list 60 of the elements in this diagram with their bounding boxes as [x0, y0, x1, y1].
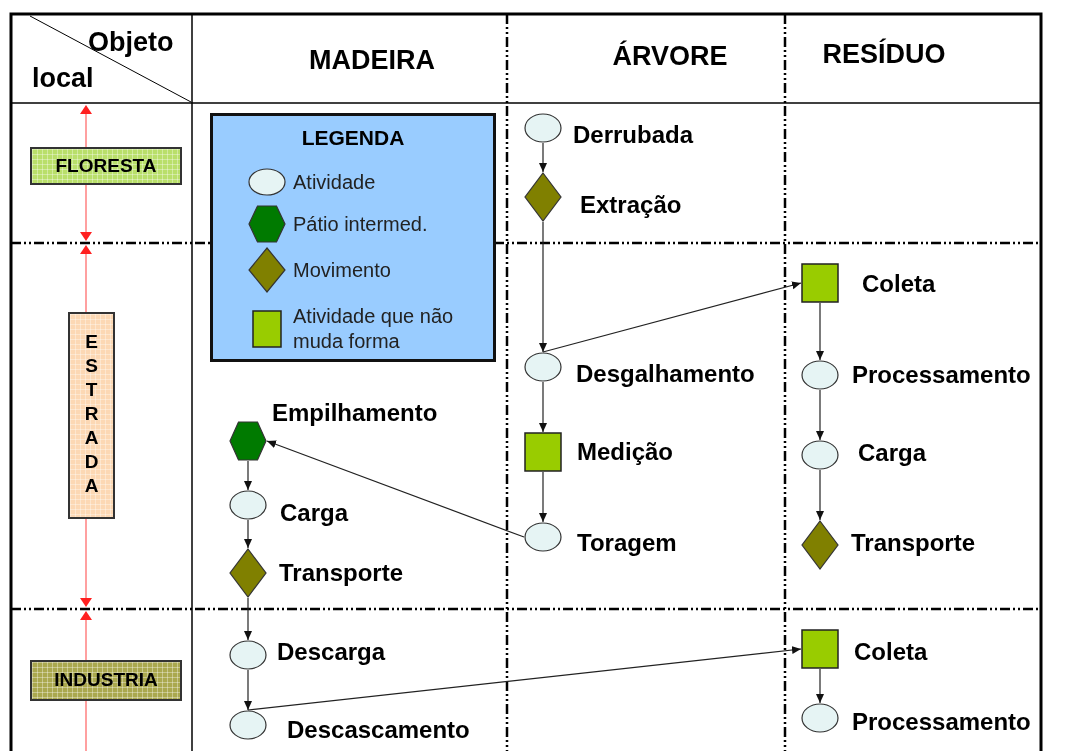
- legend-title: LEGENDA: [300, 126, 406, 150]
- activity-oval: [229, 640, 267, 670]
- yard-hexagon: [229, 421, 267, 461]
- arrow: [244, 519, 252, 549]
- legend-text: Atividade: [293, 169, 377, 195]
- arrow: [244, 460, 252, 491]
- activity-label: Coleta: [854, 638, 928, 666]
- column-heading: RESÍDUO: [822, 38, 946, 70]
- movement-diamond: [801, 520, 839, 570]
- activity-oval: [801, 703, 839, 733]
- arrow: [247, 646, 802, 711]
- legend-text: Pátio intermed.: [293, 211, 429, 237]
- activity-oval: [229, 710, 267, 740]
- arrow: [539, 471, 547, 523]
- movement-diamond: [229, 548, 267, 598]
- legend-text: Atividade que não muda forma: [293, 304, 455, 354]
- activity-label: Processamento: [852, 708, 1031, 736]
- activity-label: Carga: [280, 499, 349, 527]
- activity-oval: [229, 490, 267, 520]
- activity-oval: [524, 522, 562, 552]
- arrow: [816, 668, 824, 704]
- arrow: [542, 281, 802, 353]
- activity-label: Medição: [577, 438, 674, 466]
- activity-label: Transporte: [279, 559, 404, 587]
- arrow: [816, 302, 824, 361]
- activity-square: [524, 432, 562, 472]
- zone-tag: FLORESTA: [30, 147, 182, 185]
- activity-label: Toragem: [577, 529, 677, 557]
- activity-label: Desgalhamento: [576, 360, 755, 388]
- arrow: [816, 469, 824, 521]
- arrow: [539, 142, 547, 173]
- arrow: [266, 440, 525, 538]
- legend-text: Movimento: [293, 257, 392, 283]
- arrow: [816, 389, 824, 441]
- activity-label: Coleta: [862, 270, 936, 298]
- zone-tag: INDUSTRIA: [30, 659, 182, 701]
- column-heading: ÁRVORE: [612, 40, 728, 72]
- activity-label: Derrubada: [573, 121, 694, 149]
- activity-oval: [801, 360, 839, 390]
- activity-label: Empilhamento: [272, 399, 438, 427]
- arrow: [244, 597, 252, 641]
- activity-label: Extração: [580, 191, 682, 219]
- arrow: [539, 221, 547, 353]
- zone-tag: ESTRADA: [67, 311, 115, 519]
- movement-diamond: [524, 172, 562, 222]
- arrow: [244, 669, 252, 711]
- activity-oval: [524, 352, 562, 382]
- column-heading: Objeto: [88, 26, 174, 58]
- activity-oval: [801, 440, 839, 470]
- activity-label: Processamento: [852, 361, 1031, 389]
- column-heading: local: [32, 62, 94, 94]
- activity-label: Descascamento: [287, 716, 470, 744]
- activity-square: [801, 263, 839, 303]
- activity-oval: [524, 113, 562, 143]
- activity-label: Carga: [858, 439, 927, 467]
- column-heading: MADEIRA: [309, 44, 435, 76]
- activity-square: [801, 629, 839, 669]
- arrow: [539, 381, 547, 433]
- activity-label: Descarga: [277, 638, 386, 666]
- activity-label: Transporte: [851, 529, 976, 557]
